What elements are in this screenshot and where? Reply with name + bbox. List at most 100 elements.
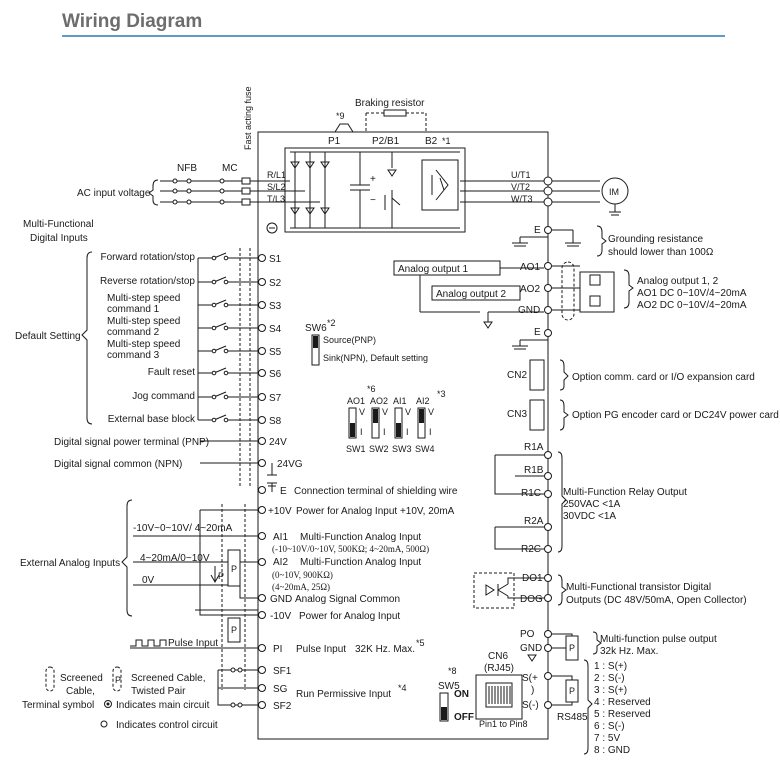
drive-body [257, 131, 549, 740]
ao-title: Analog output 1, 2 [637, 276, 719, 287]
note-9: *9 [336, 111, 345, 121]
di-terminal: S1 [269, 254, 282, 265]
cn2-connector [529, 359, 545, 391]
analog-input-section: E Connection terminal of shielding wire … [20, 482, 458, 690]
ao1-range: AO1 DC 0~10V/4~20mA [637, 288, 747, 299]
di-label: Multi-step speed [107, 339, 180, 350]
switch-top-label: AO2 [370, 396, 388, 406]
po-terminal: PO [520, 629, 535, 640]
optocoupler-box [473, 572, 515, 609]
legend-main-circuit: Indicates main circuit [116, 700, 210, 711]
m10v-label: Power for Analog Input [299, 611, 400, 622]
note-8: *8 [448, 666, 457, 676]
di-label: Reverse rotation/stop [100, 276, 195, 287]
rs485-pin: 7 : 5V [594, 733, 620, 744]
rj45-label: (RJ45) [484, 663, 514, 674]
paren-label: ) [531, 685, 534, 696]
rs485-pin: 6 : S(-) [594, 721, 625, 732]
terminal-dot [258, 347, 266, 355]
sw5-off: OFF [454, 712, 474, 723]
inverter-module [421, 159, 459, 211]
braking-resistor-symbol [383, 109, 407, 117]
main-circuit-icon [104, 700, 112, 708]
di-label: External base block [108, 414, 196, 425]
cn3-connector [529, 399, 545, 431]
switch-top-label: AO1 [347, 396, 365, 406]
sw5-on: ON [454, 689, 469, 700]
svg-text:P: P [569, 686, 575, 696]
switch-v-label: V [405, 407, 411, 417]
switch-bottom-label: SW4 [415, 444, 435, 454]
note-4: *4 [398, 683, 407, 693]
di-label: Forward rotation/stop [101, 252, 196, 263]
shield-label: Connection terminal of shielding wire [294, 486, 458, 497]
jumper-symbol [334, 123, 354, 133]
ai-potentiometer [227, 549, 241, 587]
r1b-terminal: R1B [524, 465, 544, 476]
ai2-terminal: AI2 [273, 557, 288, 568]
output-v: V/T2 [511, 182, 530, 192]
switch-i-label: I [429, 427, 432, 437]
rs485-pin: 3 : S(+) [594, 685, 627, 696]
gnd2-terminal: GND [520, 643, 542, 654]
rj45-connector [475, 674, 523, 720]
note-3: *3 [437, 389, 446, 399]
terminal-dot [258, 278, 266, 286]
transistor-1: Multi-Functional transistor Digital [566, 582, 711, 593]
ao-meter-box [579, 271, 615, 313]
sw6-label: SW6 [305, 323, 327, 334]
run-permissive-label: Run Permissive Input [296, 689, 391, 700]
switch-v-label: V [359, 407, 365, 417]
pulse-out-1: Multi-function pulse output [600, 634, 717, 645]
input-t: T/L3 [267, 194, 285, 204]
power-section: Fast acting fuse Braking resistor *9 P1 … [243, 86, 466, 234]
r2a-terminal: R2A [524, 516, 544, 527]
digital-inputs-section: Multi-Functional Digital Inputs Default … [15, 219, 303, 488]
p1-label: P1 [328, 136, 341, 147]
pulse-input-label: Pulse Input [168, 638, 218, 649]
rs485-label: RS485 [557, 712, 588, 723]
switch-top-label: AI2 [416, 396, 430, 406]
rs485-pin: 8 : GND [594, 745, 630, 756]
svg-text:P: P [231, 625, 237, 635]
analog-output-1: Analog output 1 [398, 264, 468, 275]
pulse-out-2: 32k Hz. Max. [600, 646, 658, 657]
p10v-label: Power for Analog Input +10V, 20mA [296, 506, 455, 517]
di-label: Fault reset [148, 367, 195, 378]
power-input-terminals: NFB MC AC input voltage R/L1 S/L2 T/L3 [77, 163, 320, 206]
cn3-label: CN3 [507, 409, 527, 420]
di-label: command 1 [107, 304, 160, 315]
legend-screened: Screened [60, 673, 103, 684]
e-terminal-2: E [534, 327, 541, 338]
ao2-range: AO2 DC 0~10V/4~20mA [637, 300, 747, 311]
default-setting-label: Default Setting [15, 331, 81, 342]
sw6-note: *2 [327, 318, 336, 328]
cn6-label: CN6 [488, 651, 508, 662]
twisted-pair-icon [112, 666, 122, 692]
di-terminal: S4 [269, 324, 282, 335]
di-label: command 3 [107, 350, 160, 361]
shield-terminal: E [280, 486, 287, 497]
pi-terminal: PI [273, 644, 282, 655]
svg-text:−: − [370, 195, 376, 206]
switch-i-label: I [360, 427, 363, 437]
ai2-sub-2: (4~20mA, 25Ω) [272, 582, 330, 592]
relay-dc: 30VDC <1A [563, 511, 616, 522]
legend: Screened Cable, P Screened Cable, Twiste… [22, 666, 218, 731]
page-title: Wiring Diagram [62, 11, 202, 32]
sf1-terminal: SF1 [273, 666, 292, 677]
relay-title: Multi-Function Relay Output [563, 487, 687, 498]
rs485-pin: 1 : S(+) [594, 661, 627, 672]
output-u: U/T1 [511, 170, 531, 180]
pi-freq: 32K Hz. Max. [355, 644, 415, 655]
pulse-icon [130, 639, 167, 647]
nfb-contacts [172, 178, 192, 205]
di-label: Multi-step speed [107, 316, 180, 327]
fuses [241, 177, 251, 206]
